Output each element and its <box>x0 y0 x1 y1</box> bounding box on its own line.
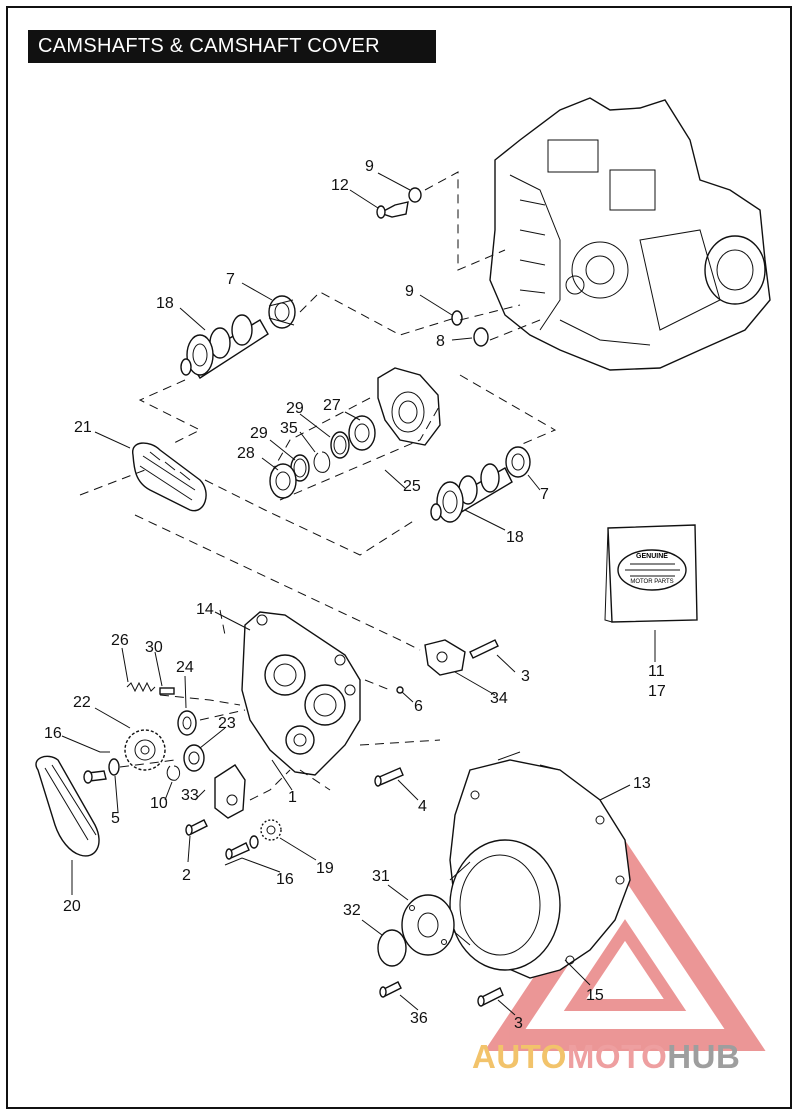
watermark-auto: AUTO <box>472 1038 567 1075</box>
callout-3-bottom: 3 <box>514 1015 523 1032</box>
o-ring-9b <box>451 310 463 326</box>
dowel-6 <box>396 686 404 694</box>
assembly-guide-lines <box>79 171 557 801</box>
clip-10 <box>166 765 181 781</box>
callout-21: 21 <box>74 419 92 436</box>
camshaft-cover-13 <box>449 751 631 979</box>
bearing-28 <box>269 463 297 499</box>
callout-29-left: 29 <box>250 425 268 442</box>
callout-31: 31 <box>372 868 390 885</box>
callout-12: 12 <box>331 177 349 194</box>
crankcase <box>489 97 771 371</box>
bearing-27 <box>348 415 376 451</box>
clip-35 <box>313 451 331 473</box>
package-label-motor-parts: MOTOR PARTS <box>630 579 673 585</box>
screw-36 <box>379 981 402 998</box>
callout-9-mid: 9 <box>405 283 414 300</box>
camshaft-18-bottom <box>430 463 513 523</box>
bolt-16-left <box>83 770 107 784</box>
callout-16-left: 16 <box>44 725 62 742</box>
callout-22: 22 <box>73 694 91 711</box>
diagram-frame <box>6 6 792 1109</box>
callout-29-top: 29 <box>286 400 304 417</box>
oil-pump-tensioner-33 <box>214 764 246 819</box>
screw-3-bottom <box>477 987 504 1007</box>
cam-chain-20 <box>35 755 100 857</box>
bearing-7-top <box>268 295 296 329</box>
watermark-moto: MOTO <box>566 1038 668 1075</box>
screw-3-top <box>469 639 499 659</box>
callout-15: 15 <box>586 987 604 1004</box>
callout-8: 8 <box>436 333 445 350</box>
callout-leaders <box>61 172 656 1016</box>
callout-5: 5 <box>111 810 120 827</box>
callout-4: 4 <box>418 798 427 815</box>
package-label-genuine: GENUINE <box>636 553 668 560</box>
camshaft-18-top <box>180 314 269 379</box>
callout-18-bottom: 18 <box>506 529 524 546</box>
callout-18-top: 18 <box>156 295 174 312</box>
callout-32: 32 <box>343 902 361 919</box>
pin-30 <box>159 687 175 695</box>
callout-16-bottom: 16 <box>276 871 294 888</box>
genuine-parts-package: GENUINE MOTOR PARTS <box>604 524 698 623</box>
callout-13: 13 <box>633 775 651 792</box>
callout-19: 19 <box>316 860 334 877</box>
o-ring-8 <box>473 327 489 347</box>
sprocket-22 <box>124 729 166 771</box>
screw-2 <box>185 819 208 836</box>
callout-14: 14 <box>196 601 214 618</box>
gasket-32 <box>377 929 407 967</box>
callout-7-bottom: 7 <box>540 486 549 503</box>
callout-33: 33 <box>181 787 199 804</box>
callout-23: 23 <box>218 715 236 732</box>
washer-16-bottom <box>249 835 259 849</box>
callout-28: 28 <box>237 445 255 462</box>
watermark-hub: HUB <box>667 1038 741 1075</box>
washer-5 <box>108 758 120 776</box>
callout-25: 25 <box>403 478 421 495</box>
gear-19 <box>260 819 282 841</box>
callout-24: 24 <box>176 659 194 676</box>
callout-30: 30 <box>145 639 163 656</box>
spring-26 <box>126 681 156 693</box>
callout-10: 10 <box>150 795 168 812</box>
tensioner-34 <box>424 639 466 676</box>
bolt-16-bottom <box>225 842 250 860</box>
callout-1: 1 <box>288 789 297 806</box>
o-ring-9a <box>408 187 422 203</box>
screw-4 <box>374 767 404 787</box>
callout-34: 34 <box>490 690 508 707</box>
callout-3-top: 3 <box>521 668 530 685</box>
bearing-plate-27 <box>377 367 441 446</box>
part-23 <box>183 744 205 772</box>
cover-plate-31 <box>401 894 455 956</box>
watermark-text: AUTOMOTOHUB <box>472 1038 740 1076</box>
callout-17: 17 <box>648 683 666 700</box>
washer-24 <box>177 710 197 736</box>
callout-36: 36 <box>410 1010 428 1027</box>
page-title: CAMSHAFTS & CAMSHAFT COVER <box>28 30 436 63</box>
cam-support-plate-14 <box>241 611 361 776</box>
callout-7-top: 7 <box>226 271 235 288</box>
plug-12 <box>376 201 409 219</box>
callout-2: 2 <box>182 867 191 884</box>
callout-26: 26 <box>111 632 129 649</box>
bearing-7-bottom <box>505 446 531 478</box>
callout-numbers: 9 12 7 18 9 8 29 27 21 29 35 28 25 7 18 … <box>44 158 666 1032</box>
callout-27: 27 <box>323 397 341 414</box>
cam-chain-21 <box>132 442 207 512</box>
callout-20: 20 <box>63 898 81 915</box>
callout-6: 6 <box>414 698 423 715</box>
ring-29a <box>330 431 350 459</box>
callout-35: 35 <box>280 420 298 437</box>
callout-9-top: 9 <box>365 158 374 175</box>
callout-11: 11 <box>648 663 665 680</box>
